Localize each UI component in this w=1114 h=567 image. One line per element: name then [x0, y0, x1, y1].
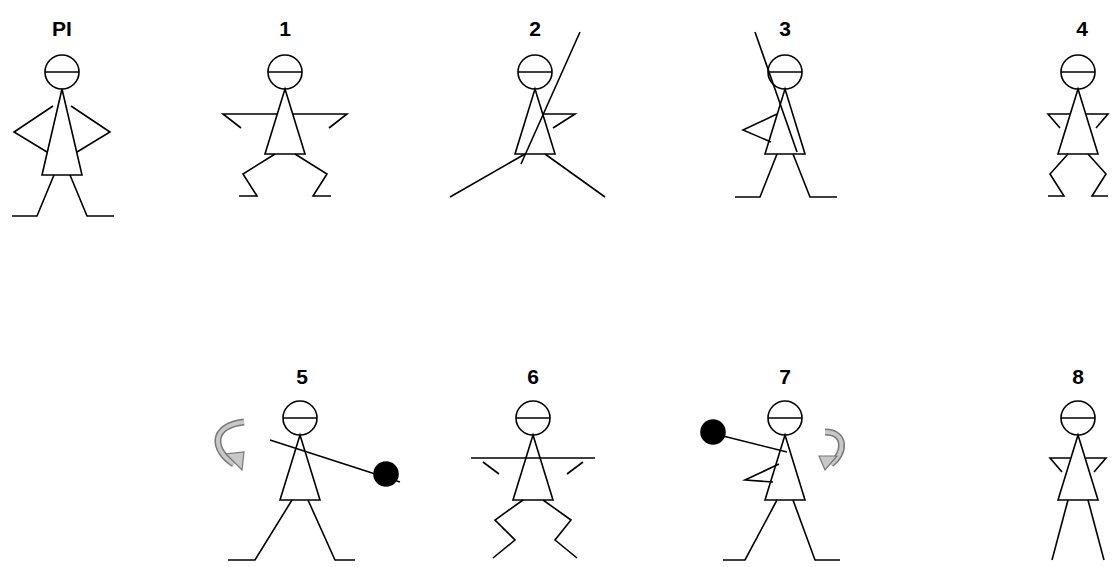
figure-stroke: [543, 500, 577, 558]
figure-stroke: [701, 420, 725, 444]
figure-stroke: [265, 89, 305, 154]
figure-stroke: [1048, 154, 1068, 196]
stick-figure: [735, 32, 837, 197]
stick-figure: [450, 32, 605, 197]
figure-stroke: [765, 89, 805, 154]
figure-stroke: [295, 154, 331, 196]
figure-stroke: [768, 401, 802, 435]
figure-stroke: [12, 175, 54, 216]
figure-stroke: [268, 55, 302, 89]
figure-stroke: [518, 71, 552, 73]
figure-stroke: [521, 32, 580, 164]
figure-stroke: [450, 154, 525, 197]
figure-stroke: [567, 462, 583, 474]
figure-stroke: [45, 71, 79, 73]
figure-stroke: [1061, 55, 1095, 89]
figure-stroke: [723, 500, 777, 560]
stick-figure: [12, 55, 114, 216]
figure-stroke: [513, 435, 553, 500]
figure-stroke: [483, 462, 499, 474]
stick-figure: [471, 401, 595, 558]
figure-stroke: [516, 417, 550, 419]
step-number: 8: [1072, 366, 1084, 387]
figure-stroke: [1058, 89, 1098, 154]
step-number: 4: [1076, 18, 1088, 39]
figure-stroke: [819, 456, 837, 470]
figure-stroke: [1088, 154, 1108, 196]
figure-stroke: [735, 154, 777, 197]
figure-stroke: [1052, 500, 1068, 560]
step-number: 7: [779, 366, 791, 387]
figure-stroke: [518, 55, 552, 89]
figure-stroke: [755, 32, 797, 152]
figure-stroke: [223, 114, 277, 128]
figure-stroke: [283, 401, 317, 435]
stick-figure: [1050, 401, 1106, 560]
figure-stroke: [743, 114, 777, 142]
figure-stroke: [1086, 458, 1106, 472]
figure-stroke: [268, 71, 302, 73]
figure-stroke: [516, 401, 550, 435]
figure-stroke: [793, 154, 837, 197]
stick-figure: [218, 401, 400, 560]
figure-stroke: [42, 89, 82, 175]
stick-figure: [1048, 55, 1108, 196]
figure-stroke: [14, 106, 53, 152]
figure-stroke: [745, 464, 779, 482]
figure-stroke: [545, 154, 605, 197]
figure-stroke: [1061, 71, 1095, 73]
figure-stroke: [1061, 401, 1095, 435]
figure-stroke: [471, 457, 595, 459]
figure-stroke: [768, 71, 802, 73]
step-number: 2: [529, 18, 541, 39]
figure-stroke: [45, 55, 79, 89]
figure-stroke: [71, 106, 110, 152]
step-number: 6: [527, 366, 539, 387]
figure-stroke: [374, 462, 398, 486]
figure-stroke: [70, 175, 114, 216]
figure-stroke: [1086, 114, 1108, 128]
figure-stroke: [543, 114, 575, 128]
figure-stroke: [228, 500, 292, 560]
figure-stroke: [226, 452, 244, 470]
step-number: 5: [296, 366, 308, 387]
figure-stroke: [768, 417, 802, 419]
figure-stroke: [493, 500, 523, 558]
stick-figure: [701, 401, 842, 560]
stick-figure: [223, 55, 347, 196]
figure-stroke: [308, 500, 355, 560]
figure-stroke: [239, 154, 275, 196]
figure-stroke: [723, 436, 787, 452]
step-number: 1: [279, 18, 291, 39]
figure-stroke: [293, 114, 347, 128]
step-number: 3: [779, 18, 791, 39]
figure-stroke: [515, 89, 555, 154]
step-number: PI: [52, 18, 72, 39]
figure-stroke: [1048, 114, 1070, 128]
figure-stroke: [793, 500, 840, 560]
figure-stroke: [283, 417, 317, 419]
figure-stroke: [1058, 435, 1098, 500]
figure-stroke: [1088, 500, 1104, 560]
figure-stroke: [1061, 417, 1095, 419]
figure-stroke: [1050, 458, 1070, 472]
